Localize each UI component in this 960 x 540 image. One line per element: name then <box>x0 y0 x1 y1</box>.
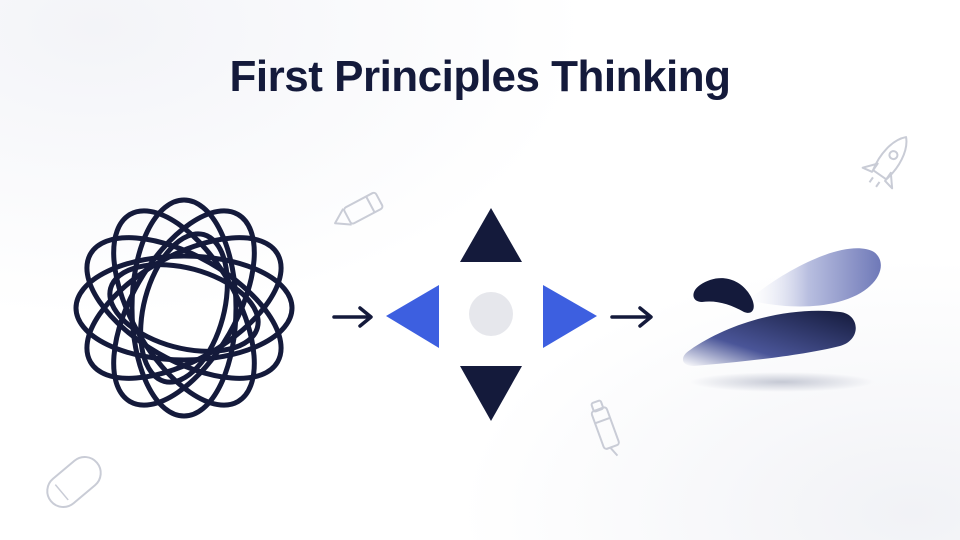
rocket-doodle-icon <box>861 136 908 190</box>
capsule-doodle-icon <box>46 456 102 508</box>
triangle-right-icon <box>543 285 597 348</box>
marker-doodle-icon <box>590 399 620 457</box>
triangle-up-icon <box>460 208 522 262</box>
slide-title: First Principles Thinking <box>229 52 731 101</box>
arrow-right-icon <box>610 306 653 328</box>
center-circle-icon <box>469 292 513 336</box>
triangle-left-icon <box>386 285 439 348</box>
arrow-right-icon <box>332 306 373 328</box>
pencil-doodle-icon <box>334 191 384 226</box>
airplane-icon <box>682 248 881 392</box>
atom-orbits-icon <box>73 197 295 419</box>
triangle-down-icon <box>460 366 522 421</box>
